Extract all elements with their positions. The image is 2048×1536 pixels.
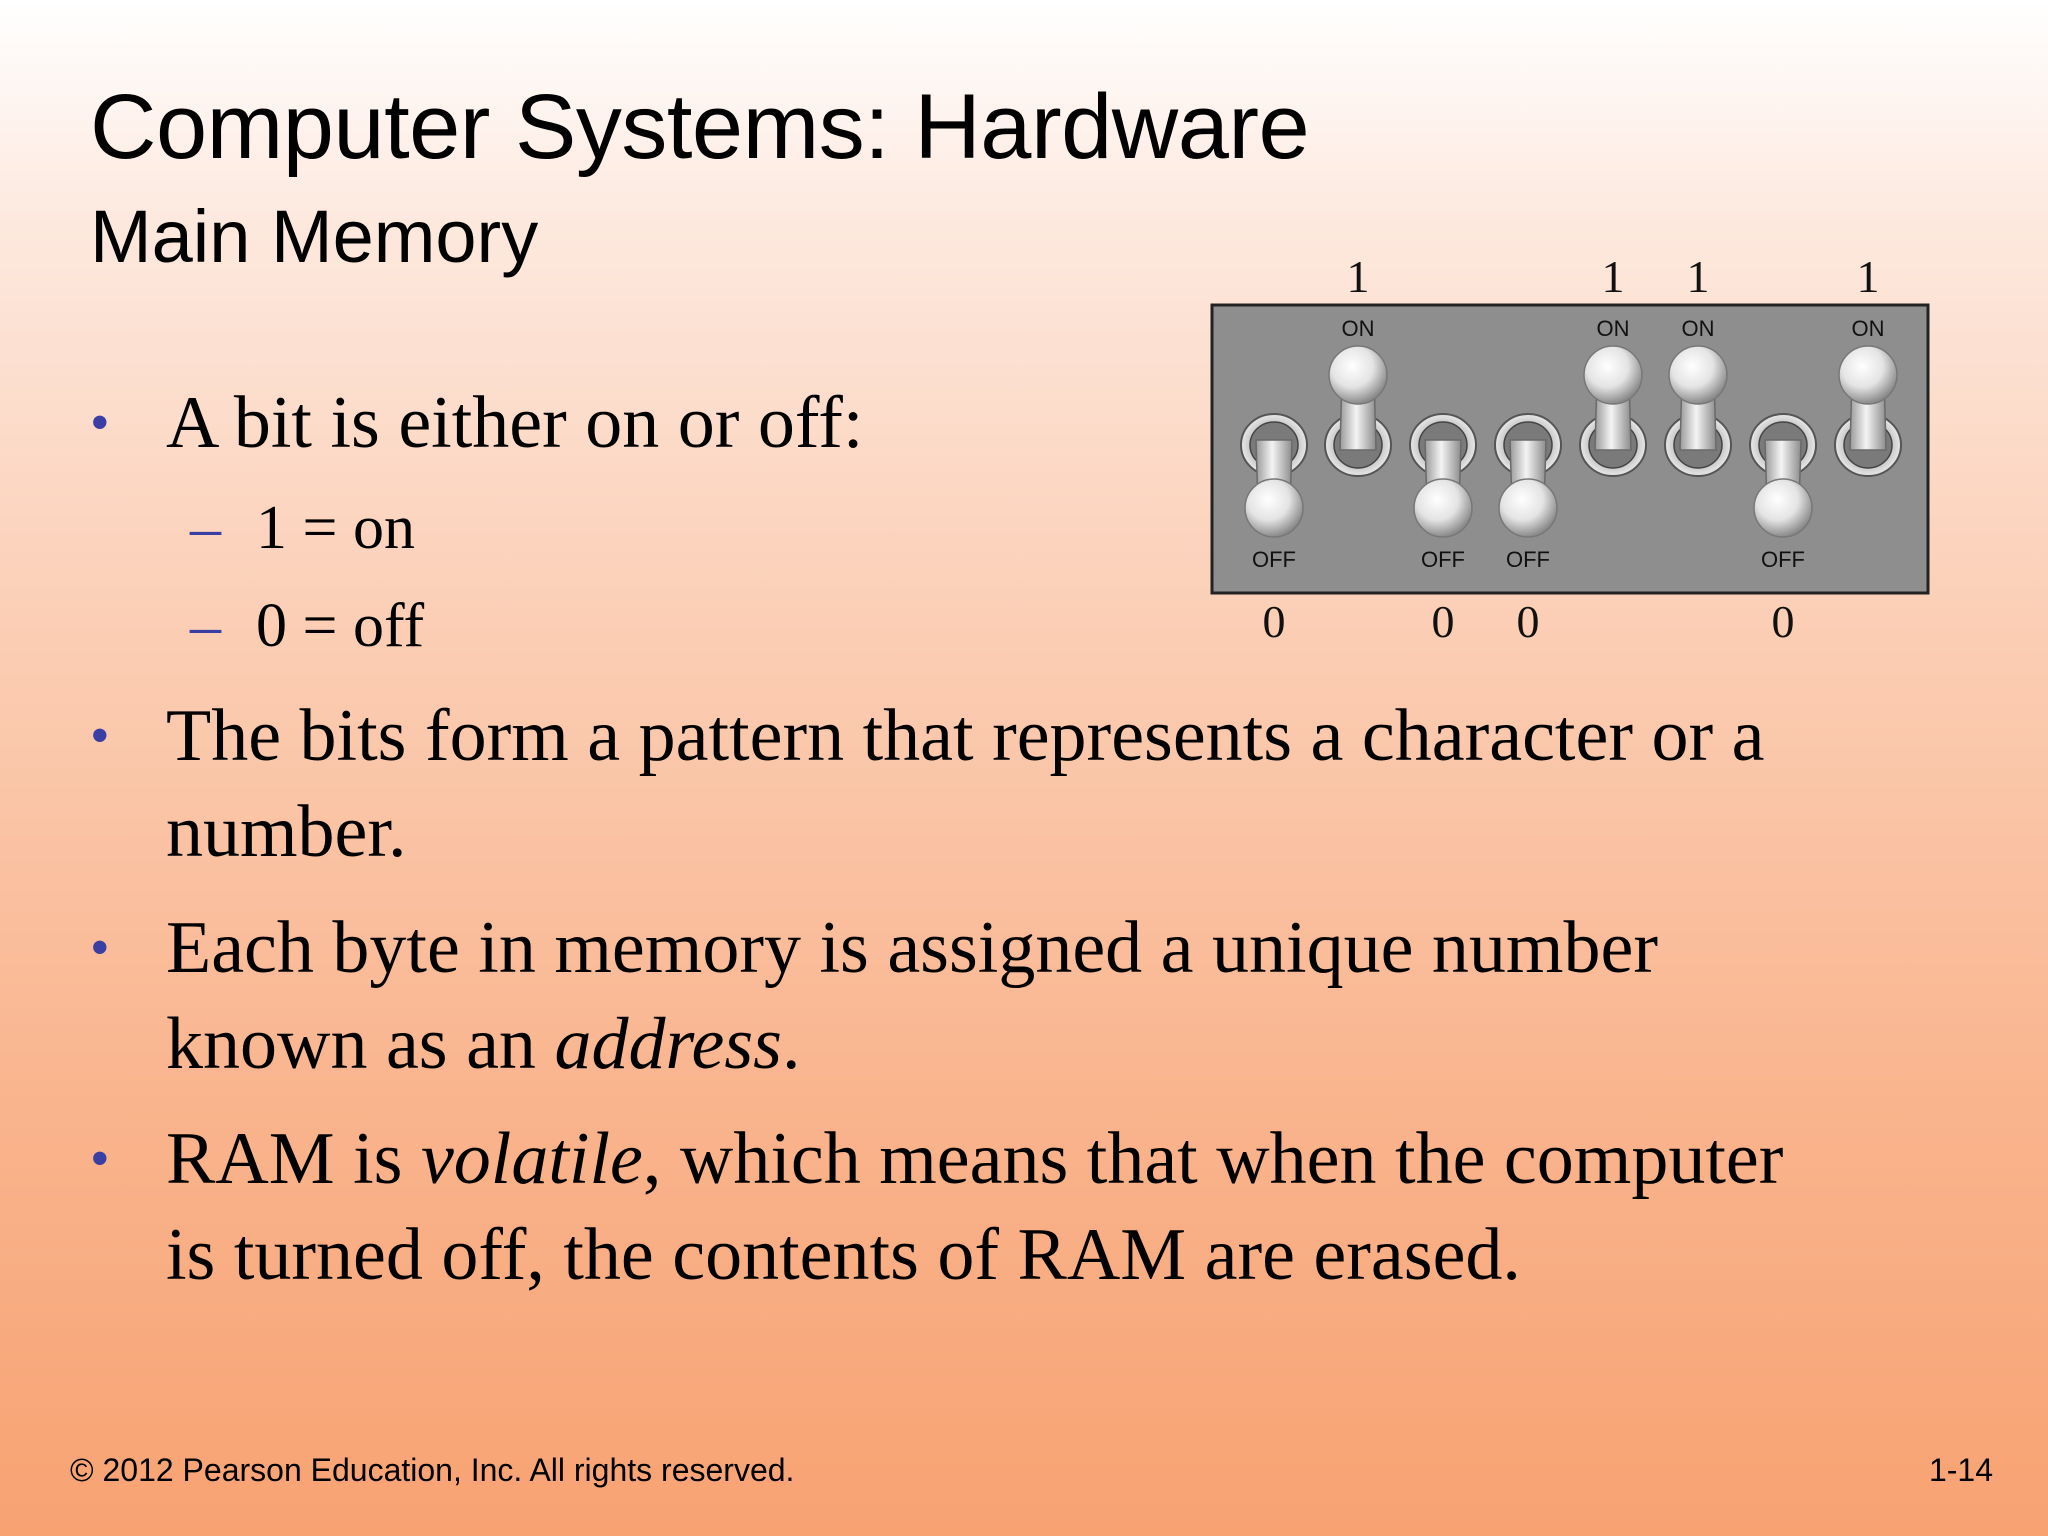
dash-glyph: – xyxy=(190,494,221,562)
sub-bullet-text: 1 = on xyxy=(256,494,415,562)
bullet-text: A bit is either on or off: xyxy=(166,382,864,464)
address-term: address xyxy=(554,1003,782,1085)
switch-knob xyxy=(1498,478,1558,538)
switch-knob xyxy=(1583,345,1643,405)
dash-glyph: – xyxy=(190,592,221,660)
bullet-text-line: number. xyxy=(166,791,407,873)
bit-value-label: 0 xyxy=(1263,596,1286,647)
bullet-text-line: RAM is volatile, which means that when t… xyxy=(166,1118,1784,1200)
volatile-term: volatile xyxy=(420,1118,643,1200)
switch-off: OFF 0 xyxy=(1240,413,1308,647)
switch-on: ON 1 xyxy=(1834,251,1902,477)
on-label: ON xyxy=(1682,316,1715,341)
bit-value-label: 0 xyxy=(1772,596,1795,647)
off-label: OFF xyxy=(1761,547,1805,572)
bullet-glyph: • xyxy=(90,705,110,767)
slide-number: 1-14 xyxy=(1928,1452,1993,1488)
bit-value-label: 1 xyxy=(1857,251,1880,302)
slide-subtitle: Main Memory xyxy=(90,195,539,278)
bullet-glyph: • xyxy=(90,917,110,979)
switch-knob xyxy=(1244,478,1304,538)
slide-title: Computer Systems: Hardware xyxy=(90,76,1310,178)
switch-on: ON 1 xyxy=(1579,251,1647,477)
switch-knob xyxy=(1413,478,1473,538)
switch-knob xyxy=(1838,345,1898,405)
switch-knob xyxy=(1753,478,1813,538)
bullet-glyph: • xyxy=(90,392,110,454)
switch-panel xyxy=(1210,303,1930,595)
on-label: ON xyxy=(1597,316,1630,341)
on-label: ON xyxy=(1852,316,1885,341)
sub-bullet-item: –1 = on xyxy=(190,488,415,568)
bullet-text-line: Each byte in memory is assigned a unique… xyxy=(166,907,1658,989)
bit-value-label: 0 xyxy=(1517,596,1540,647)
off-label: OFF xyxy=(1421,547,1465,572)
switch-on: ON 1 xyxy=(1664,251,1732,477)
off-label: OFF xyxy=(1252,547,1296,572)
sub-bullet-item: –0 = off xyxy=(190,586,424,666)
bit-value-label: 1 xyxy=(1347,251,1370,302)
copyright-footer: © 2012 Pearson Education, Inc. All right… xyxy=(70,1452,795,1488)
off-label: OFF xyxy=(1506,547,1550,572)
switch-on: ON 1 xyxy=(1324,251,1392,477)
bullet-glyph: • xyxy=(90,1128,110,1190)
switch-knob xyxy=(1668,345,1728,405)
switch-off: OFF 0 xyxy=(1749,413,1817,647)
on-label: ON xyxy=(1342,316,1375,341)
bullet-text-line: known as an address. xyxy=(166,1003,801,1085)
sub-bullet-text: 0 = off xyxy=(256,592,425,660)
switch-knob xyxy=(1328,345,1388,405)
bit-value-label: 1 xyxy=(1602,251,1625,302)
bit-value-label: 1 xyxy=(1687,251,1710,302)
bit-value-label: 0 xyxy=(1432,596,1455,647)
bullet-text-line: The bits form a pattern that represents … xyxy=(166,695,1765,777)
switch-off: OFF 0 xyxy=(1494,413,1562,647)
bullet-text-line: is turned off, the contents of RAM are e… xyxy=(166,1214,1521,1296)
switch-off: OFF 0 xyxy=(1409,413,1477,647)
